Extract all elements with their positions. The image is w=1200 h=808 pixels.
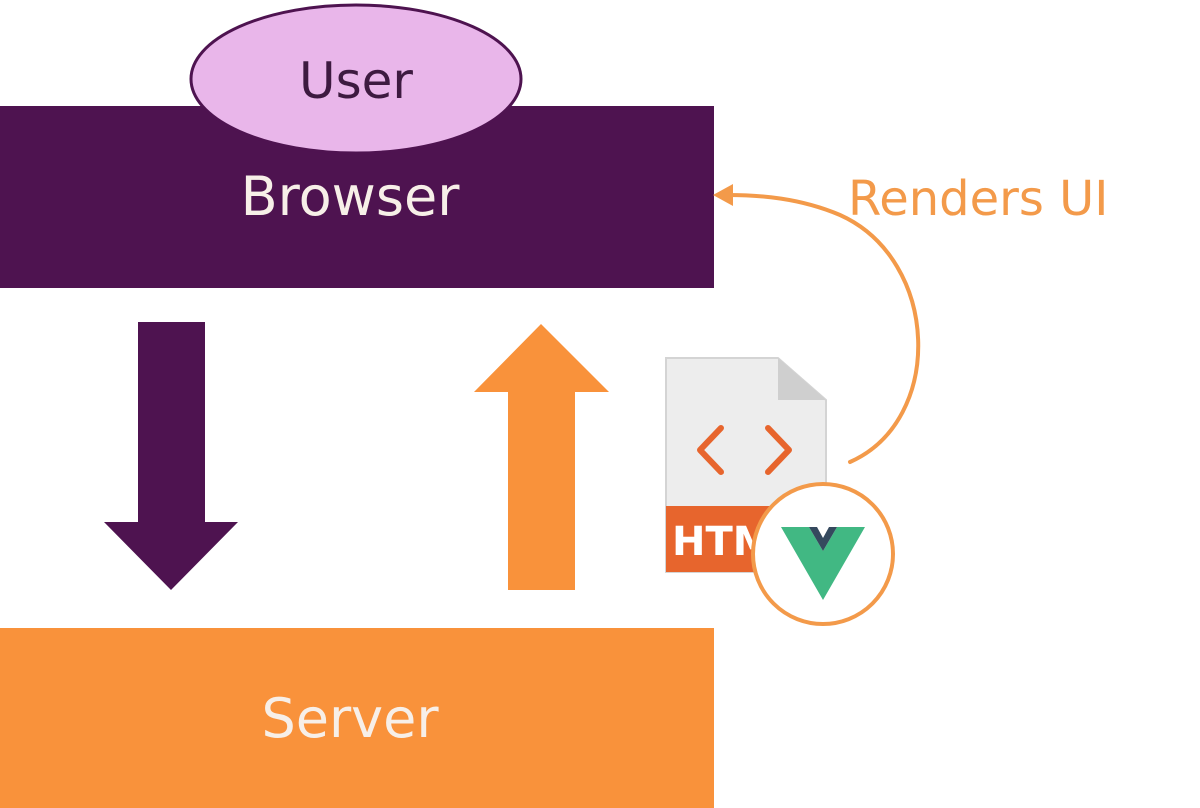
- code-bracket-right-icon: [765, 425, 792, 475]
- vue-logo-icon: [781, 527, 865, 600]
- renders-ui-curve: [726, 193, 921, 464]
- browser-label: Browser: [241, 165, 461, 228]
- user-label: User: [299, 52, 413, 110]
- vue-logo-inner: [809, 527, 837, 551]
- vue-badge: [751, 482, 895, 626]
- request-arrow: [104, 322, 238, 590]
- renders-ui-label: Renders UI: [848, 171, 1108, 227]
- user-ellipse: [189, 3, 523, 155]
- response-arrow: [474, 324, 609, 590]
- renders-ui-arrowhead: [713, 184, 733, 206]
- server-box: [0, 628, 714, 808]
- server-label: Server: [261, 687, 439, 750]
- code-bracket-left-icon: [697, 425, 724, 475]
